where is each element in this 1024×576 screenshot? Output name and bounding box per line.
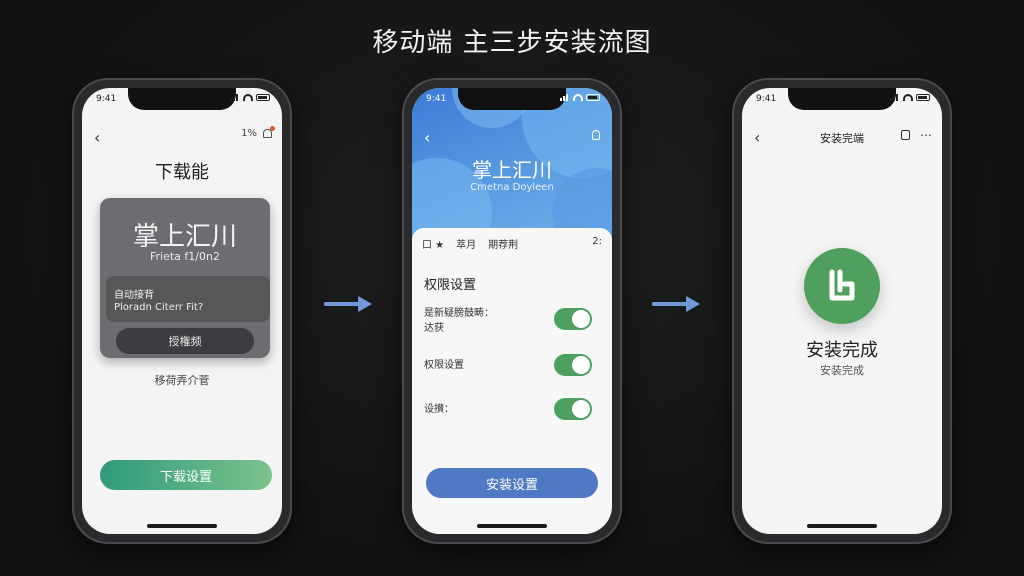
status-time: 9:41 — [756, 94, 777, 104]
authorize-button[interactable]: 授権频 — [116, 328, 254, 354]
done-subtitle: 安装完成 — [820, 364, 864, 377]
done-title: 安装完成 — [806, 340, 878, 361]
battery-icon — [586, 94, 600, 101]
tab-3[interactable]: 期荐荆 — [488, 240, 519, 251]
permission-toggle[interactable] — [554, 398, 592, 420]
signal-icon — [230, 94, 240, 101]
hero-banner — [412, 88, 612, 238]
download-button[interactable]: 下载设置 — [100, 460, 272, 490]
app-card-row-2: Ploradn Citerr Fit? — [114, 302, 204, 313]
more-icon[interactable]: ⋯ — [920, 128, 932, 142]
wifi-icon — [903, 94, 913, 101]
topright-text: 1% — [241, 128, 257, 139]
phone-step-3: 9:41 ‹ 安装完端 ⋯ 安装完成 安装完成 — [732, 78, 952, 544]
phone-step-2: 9:41 ‹ 掌上汇川 Cmetna Doyleen 口 ★ 萃月 期荐荆 2:… — [402, 78, 622, 544]
wifi-icon — [573, 94, 583, 101]
app-card-info: 自动接背 Ploradn Citerr Fit? — [106, 276, 270, 322]
app-card-subtitle: Frieta f1/0n2 — [150, 250, 220, 263]
status-bar: 9:41 — [412, 94, 612, 108]
permission-label: 设攅： — [424, 404, 454, 415]
phone-step-1: 9:41 ‹ 1% 下载能 掌上汇川 Frieta f1/0n2 自动接背 Pl… — [72, 78, 292, 544]
notch — [788, 88, 896, 110]
status-bar: 9:41 — [82, 94, 282, 108]
notch — [128, 88, 236, 110]
phone-screen: 9:41 ‹ 掌上汇川 Cmetna Doyleen 口 ★ 萃月 期荐荆 2:… — [412, 88, 612, 534]
bookmark-icon[interactable] — [901, 130, 910, 140]
permission-row: 设攅： — [424, 398, 602, 424]
bell-icon[interactable] — [263, 126, 275, 138]
tab-1[interactable]: 口 ★ — [422, 240, 445, 251]
hero-title: 掌上汇川 — [472, 158, 552, 182]
back-button[interactable]: ‹ — [424, 128, 431, 147]
status-bar: 9:41 — [742, 94, 942, 108]
permission-row: 是新疑膀鼓畴： 达获 — [424, 304, 602, 334]
hero-subtitle: Cmetna Doyleen — [470, 182, 554, 193]
permission-toggle[interactable] — [554, 308, 592, 330]
tab-bar: 口 ★ 萃月 期荐荆 2: — [422, 236, 602, 251]
home-indicator — [477, 524, 547, 528]
topright-area: 1% — [241, 126, 275, 139]
status-time: 9:41 — [96, 94, 117, 104]
back-button[interactable]: ‹ — [754, 128, 761, 147]
back-button[interactable]: ‹ — [94, 128, 101, 147]
permission-label: 是新疑膀鼓畴： — [424, 308, 494, 319]
arrow-right-icon — [652, 296, 700, 312]
battery-icon — [916, 94, 930, 101]
signal-icon — [890, 94, 900, 101]
permission-row: 权限设置 — [424, 354, 602, 380]
step1-title: 下载能 — [155, 162, 209, 183]
permission-toggle[interactable] — [554, 354, 592, 376]
signal-icon — [560, 94, 570, 101]
success-icon — [804, 248, 880, 324]
install-button[interactable]: 安装设置 — [426, 468, 598, 498]
header-title: 安装完端 — [820, 132, 864, 145]
page-title: 移动端 主三步安装流图 — [372, 28, 652, 58]
tab-2[interactable]: 萃月 — [456, 240, 477, 251]
home-indicator — [807, 524, 877, 528]
section-title: 权限设置 — [424, 278, 477, 293]
app-card-title: 掌上汇川 — [132, 222, 237, 252]
arrow-right-icon — [324, 296, 372, 312]
tab-right[interactable]: 2: — [592, 236, 602, 247]
app-card: 掌上汇川 Frieta f1/0n2 自动接背 Ploradn Citerr F… — [100, 198, 270, 358]
permission-label: 权限设置 — [424, 360, 464, 371]
battery-icon — [256, 94, 270, 101]
notch — [458, 88, 566, 110]
step1-caption: 移荷弄介菅 — [154, 374, 210, 387]
permission-label-2: 达获 — [424, 323, 444, 334]
header-actions: ⋯ — [901, 128, 932, 142]
bell-icon[interactable] — [592, 130, 600, 140]
status-time: 9:41 — [426, 94, 447, 104]
phone-screen: 9:41 ‹ 1% 下载能 掌上汇川 Frieta f1/0n2 自动接背 Pl… — [82, 88, 282, 534]
home-indicator — [147, 524, 217, 528]
wifi-icon — [243, 94, 253, 101]
app-card-row-1: 自动接背 — [114, 290, 154, 301]
phone-screen: 9:41 ‹ 安装完端 ⋯ 安装完成 安装完成 — [742, 88, 942, 534]
